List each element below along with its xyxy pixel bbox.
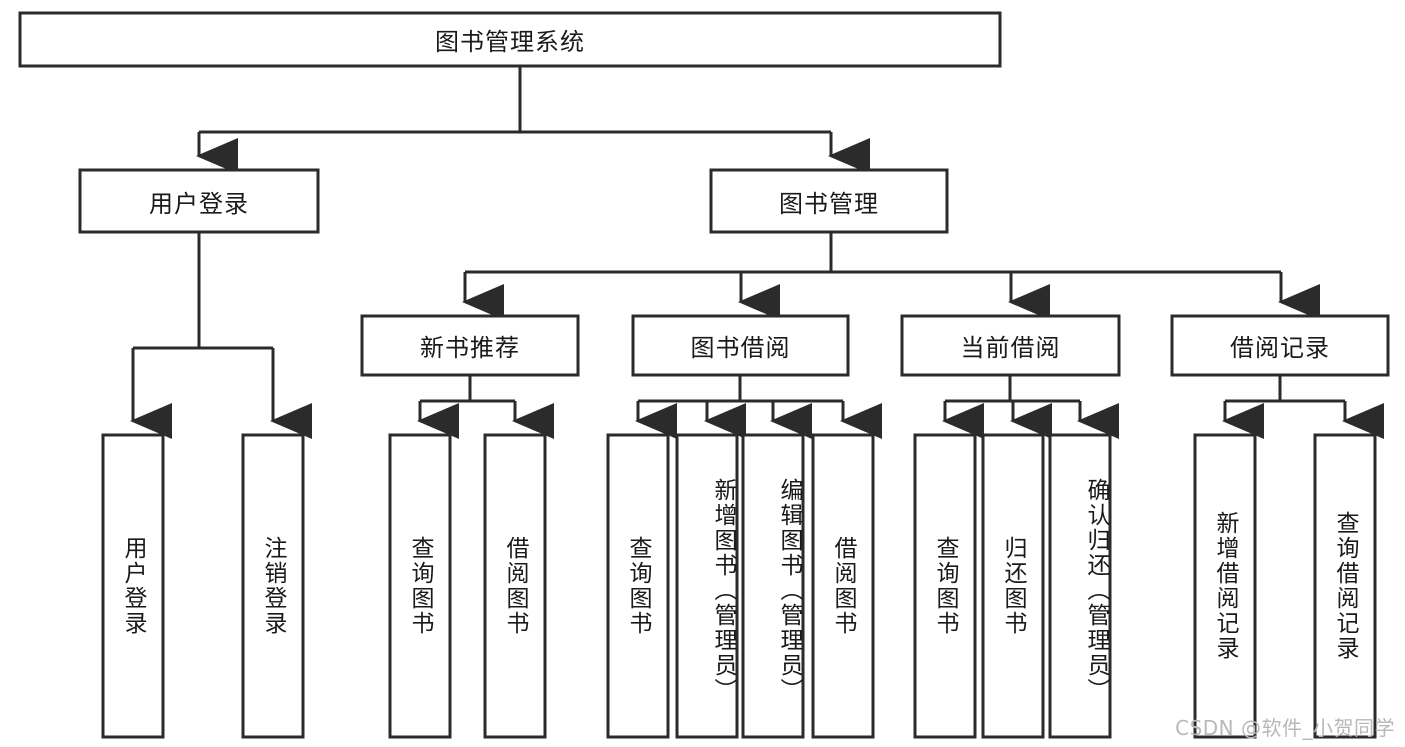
connector-userlogin-to-leaves — [130, 232, 312, 439]
node-leaf-add-record[interactable] — [1193, 433, 1257, 739]
node-leaf-add-book[interactable] — [675, 433, 739, 739]
connector-borrowrecord-to-leaves — [1222, 375, 1384, 439]
connector-newbook-to-leaves — [417, 375, 554, 439]
node-current-borrow[interactable] — [900, 314, 1121, 377]
connector-bookborrow-to-leaves — [635, 375, 882, 439]
node-leaf-user-login[interactable] — [101, 433, 165, 739]
node-leaf-borrow-book-2[interactable] — [811, 433, 875, 739]
node-leaf-query-record[interactable] — [1313, 433, 1377, 739]
node-book-manage[interactable] — [709, 168, 949, 234]
connector-root-to-level1 — [196, 66, 870, 174]
node-leaf-query-book-1[interactable] — [388, 433, 452, 739]
node-book-borrow[interactable] — [631, 314, 850, 377]
connector-bookmanage-to-level2 — [462, 232, 1320, 320]
connector-currentborrow-to-leaves — [942, 375, 1119, 439]
node-leaf-borrow-book-1[interactable] — [483, 433, 547, 739]
node-borrow-record[interactable] — [1170, 314, 1390, 377]
node-leaf-return-book[interactable] — [981, 433, 1045, 739]
node-leaf-confirm-return[interactable] — [1048, 433, 1112, 739]
node-user-login[interactable] — [78, 168, 320, 234]
node-leaf-query-book-2[interactable] — [606, 433, 670, 739]
node-leaf-user-logout[interactable] — [241, 433, 305, 739]
node-leaf-query-book-3[interactable] — [913, 433, 977, 739]
node-new-book-recommend[interactable] — [360, 314, 580, 377]
node-leaf-edit-book[interactable] — [741, 433, 805, 739]
node-root[interactable] — [18, 11, 1002, 68]
